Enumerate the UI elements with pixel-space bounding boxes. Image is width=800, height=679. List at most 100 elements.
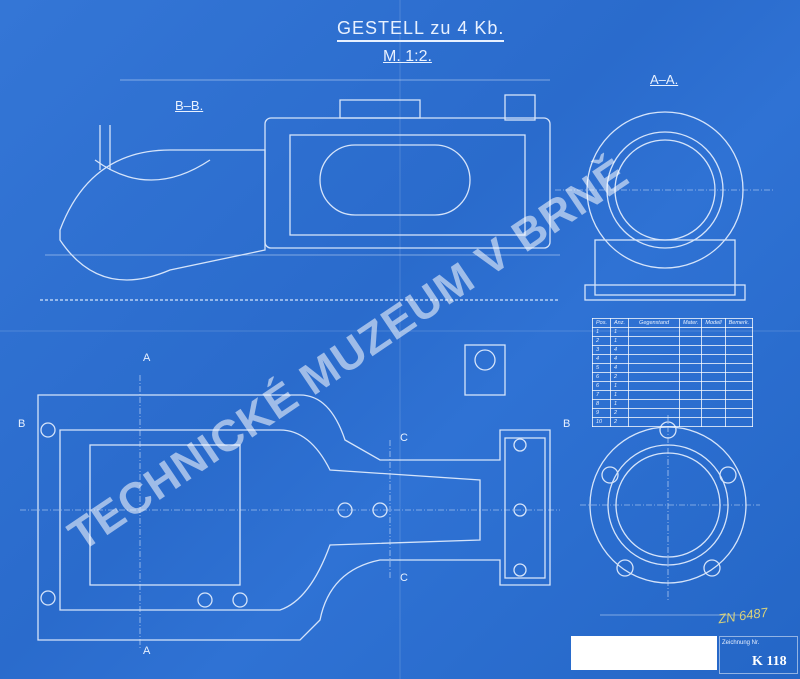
table-cell: 4 <box>610 354 630 364</box>
table-cell <box>679 354 703 364</box>
table-cell <box>701 354 726 364</box>
table-cell <box>701 408 726 418</box>
table-cell: 4 <box>610 363 630 373</box>
table-cell: 6 <box>591 381 612 391</box>
table-cell: 1 <box>610 336 630 346</box>
table-cell <box>701 363 726 373</box>
table-cell <box>628 345 681 355</box>
table-cell: 4 <box>591 354 612 364</box>
cut-marker-a-bottom: A <box>143 645 151 657</box>
table-cell: 2 <box>591 336 612 346</box>
table-header: Bemerk. <box>724 318 754 328</box>
table-cell: 1 <box>610 327 630 337</box>
table-cell <box>724 345 754 355</box>
table-cell: 4 <box>610 345 630 355</box>
table-cell: 7 <box>591 390 612 400</box>
cut-marker-b-left: B <box>18 418 26 430</box>
table-cell: 8 <box>591 399 612 409</box>
fold-line <box>0 330 800 332</box>
table-header: Pos. <box>591 318 612 328</box>
cut-marker-c-top: C <box>400 432 408 444</box>
table-cell <box>628 417 681 427</box>
drawing-number-label: Zeichnung Nr. <box>722 640 760 646</box>
table-cell: 5 <box>591 363 612 373</box>
table-header: Gegenstand <box>628 318 681 328</box>
table-header: Modell <box>701 318 726 328</box>
table-header: Anz. <box>610 318 630 328</box>
table-cell <box>679 345 703 355</box>
table-cell: 1 <box>610 399 630 409</box>
table-cell <box>628 381 681 391</box>
table-cell <box>679 327 703 337</box>
table-cell: 2 <box>610 417 630 427</box>
title-block <box>719 636 798 674</box>
table-cell <box>679 336 703 346</box>
table-cell <box>724 354 754 364</box>
table-cell <box>701 417 726 427</box>
table-cell <box>679 372 703 382</box>
table-header: Mater. <box>679 318 703 328</box>
table-cell: 1 <box>610 381 630 391</box>
table-cell <box>724 363 754 373</box>
table-cell <box>724 327 754 337</box>
table-cell <box>628 399 681 409</box>
table-cell <box>701 399 726 409</box>
table-cell <box>724 408 754 418</box>
flange-view <box>580 415 760 616</box>
table-cell <box>628 408 681 418</box>
table-cell: 2 <box>610 408 630 418</box>
table-cell: 9 <box>591 408 612 418</box>
table-header-row: Pos. Anz. Gegenstand Mater. Modell Bemer… <box>591 318 754 328</box>
table-cell <box>724 417 754 427</box>
side-view-b-b <box>40 79 560 301</box>
table-cell: 3 <box>591 345 612 355</box>
table-cell <box>679 399 703 409</box>
cut-marker-c-bottom: C <box>400 572 408 584</box>
table-cell <box>628 363 681 373</box>
table-cell <box>701 381 726 391</box>
fold-line <box>399 0 401 679</box>
table-cell <box>724 381 754 391</box>
table-cell <box>679 390 703 400</box>
table-cell: 2 <box>610 372 630 382</box>
cut-marker-b-right: B <box>563 418 571 430</box>
detail-section <box>464 344 506 396</box>
table-cell: 10 <box>591 417 612 427</box>
table-cell <box>701 372 726 382</box>
cut-marker-a-top: A <box>143 352 151 364</box>
drawing-number: K 118 <box>752 654 787 669</box>
table-cell <box>679 408 703 418</box>
plan-view <box>20 375 560 650</box>
section-a-a <box>555 111 775 301</box>
table-cell <box>628 372 681 382</box>
table-cell <box>679 363 703 373</box>
table-cell <box>701 390 726 400</box>
table-cell <box>724 336 754 346</box>
table-cell <box>724 372 754 382</box>
table-cell <box>701 345 726 355</box>
table-cell <box>701 327 726 337</box>
table-cell <box>628 336 681 346</box>
label-patch <box>571 636 717 670</box>
parts-table: Pos. Anz. Gegenstand Mater. Modell Bemer… <box>591 318 754 427</box>
table-cell <box>628 390 681 400</box>
drawing-scale: M. 1:2. <box>383 48 432 65</box>
table-cell <box>724 390 754 400</box>
table-cell <box>724 399 754 409</box>
section-label-a-a: A–A. <box>650 72 679 87</box>
table-cell <box>628 354 681 364</box>
table-cell <box>628 327 681 337</box>
table-cell: 1 <box>591 327 612 337</box>
